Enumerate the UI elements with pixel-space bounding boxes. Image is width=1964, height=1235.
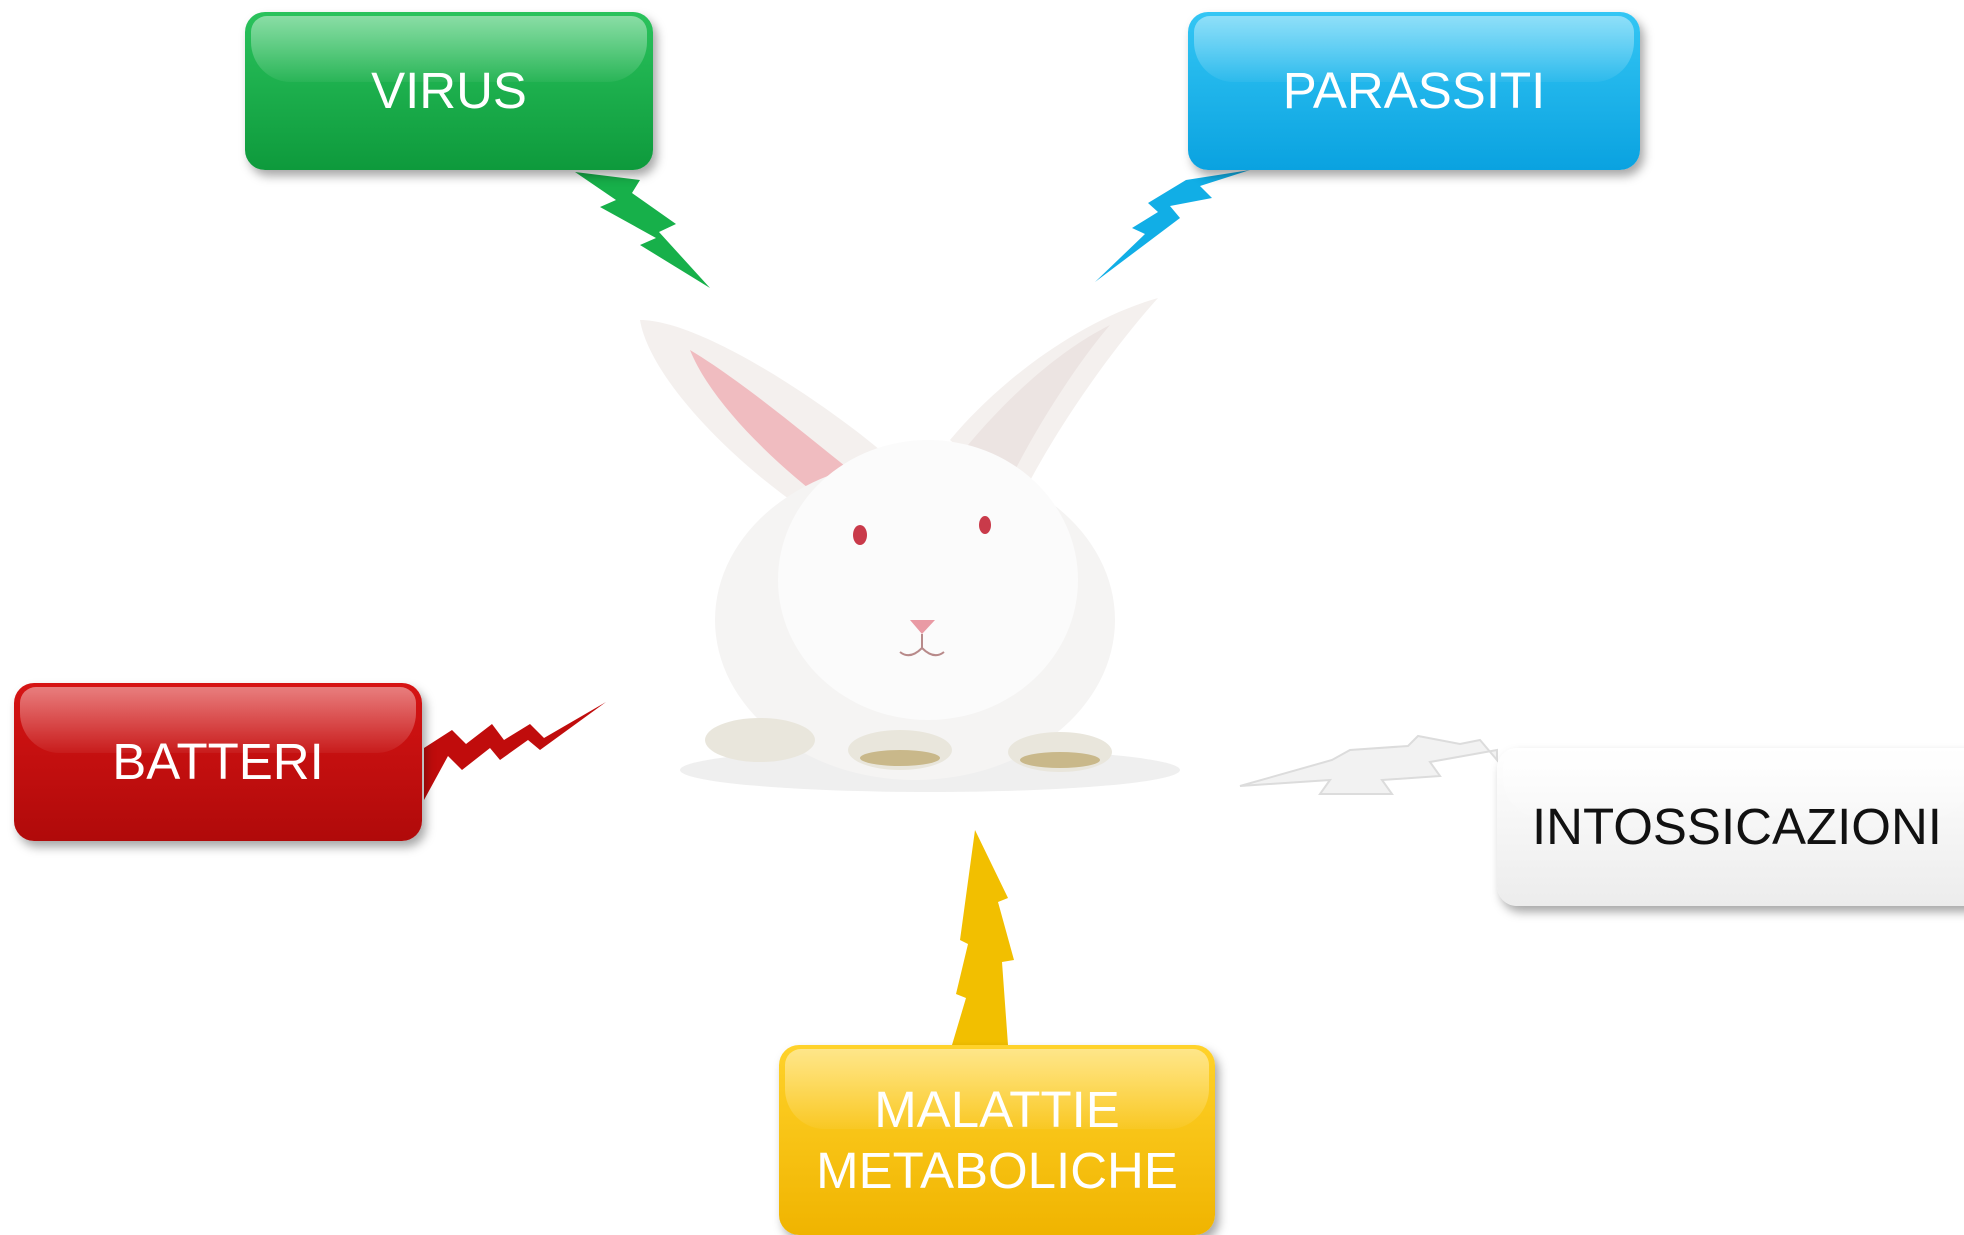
batteri-label: BATTERI — [112, 731, 324, 792]
malattie-label-line1: MALATTIE — [874, 1079, 1120, 1140]
batteri-box: BATTERI — [14, 683, 422, 841]
virus-box: VIRUS — [245, 12, 653, 170]
parassiti-label: PARASSITI — [1283, 60, 1546, 121]
malattie-bolt — [952, 830, 1014, 1045]
parassiti-box: PARASSITI — [1188, 12, 1640, 170]
virus-bolt — [575, 172, 710, 288]
intossicazioni-label: INTOSSICAZIONI — [1532, 796, 1942, 857]
rabbit-icon — [640, 298, 1180, 792]
malattie-label-line2: METABOLICHE — [816, 1140, 1178, 1201]
intossicazioni-bolt — [1240, 736, 1497, 794]
batteri-bolt — [424, 702, 606, 800]
parassiti-bolt — [1095, 170, 1250, 282]
virus-label: VIRUS — [371, 60, 527, 121]
malattie-metaboliche-box: MALATTIE METABOLICHE — [779, 1045, 1215, 1235]
intossicazioni-box: INTOSSICAZIONI — [1497, 748, 1964, 906]
